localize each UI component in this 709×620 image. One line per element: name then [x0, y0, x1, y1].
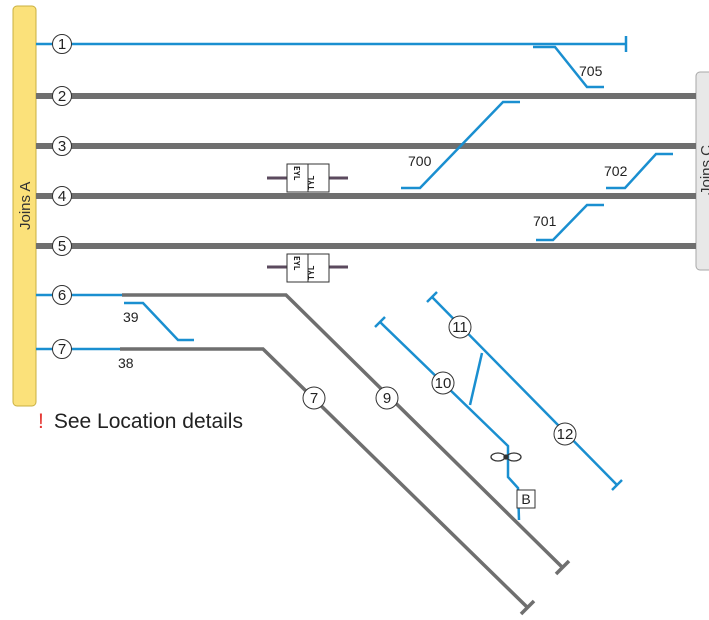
svg-text:7: 7	[310, 390, 318, 407]
siding-10-badge[interactable]: 10	[431, 371, 455, 395]
svg-text:3: 3	[58, 138, 66, 155]
location-details-note[interactable]: ! See Location details	[38, 410, 243, 434]
signal-1-left: EYL	[292, 166, 301, 181]
siding-7-badge[interactable]: 7	[302, 386, 326, 410]
svg-text:2: 2	[58, 88, 66, 105]
svg-text:10: 10	[435, 375, 452, 392]
track-6-line[interactable]	[36, 293, 571, 576]
track-5-badge[interactable]: 5	[52, 236, 72, 256]
svg-text:11: 11	[452, 319, 468, 336]
point-702-label[interactable]: 702	[604, 163, 628, 179]
boundary-a-label: Joins A	[17, 182, 34, 230]
point-700-link[interactable]	[401, 100, 520, 190]
siding-9-badge[interactable]: 9	[375, 386, 399, 410]
boundary-c-label: Joins C	[698, 145, 709, 195]
point-702-link[interactable]	[606, 152, 673, 190]
siding-12-badge[interactable]: 12	[553, 422, 577, 446]
track-7-line[interactable]	[36, 347, 536, 616]
svg-text:7: 7	[58, 341, 66, 358]
note-text: See Location details	[53, 410, 243, 433]
point-labels: 705 700 702 701 39 38	[118, 63, 628, 371]
svg-text:4: 4	[58, 188, 66, 205]
svg-text:B: B	[521, 491, 530, 507]
point-705-link[interactable]	[533, 45, 604, 89]
point-705-label[interactable]: 705	[579, 63, 603, 79]
svg-text:1: 1	[58, 36, 66, 53]
signal-box-1[interactable]: EYL TYL	[267, 163, 348, 193]
svg-text:5: 5	[58, 238, 66, 255]
turnouts	[124, 45, 673, 521]
signal-2-left: EYL	[292, 256, 301, 271]
main-lines	[36, 93, 696, 249]
svg-text:9: 9	[383, 390, 391, 407]
point-38-label[interactable]: 38	[118, 355, 134, 371]
boundary-joins-c[interactable]: Joins C	[695, 71, 709, 271]
track-6-badge[interactable]: 6	[52, 285, 72, 305]
point-701-link[interactable]	[536, 203, 604, 242]
point-39-label[interactable]: 39	[123, 309, 139, 325]
signal-box-2[interactable]: EYL TYL	[267, 253, 348, 283]
track-2-badge[interactable]: 2	[52, 86, 72, 106]
buffer-b-box[interactable]: B	[516, 489, 536, 509]
boundary-joins-a[interactable]: Joins A	[12, 5, 37, 407]
track-labels: 1 2 3 4 5 6 7 7	[52, 34, 577, 446]
point-701-label[interactable]: 701	[533, 213, 557, 229]
point-39-link[interactable]	[124, 301, 194, 342]
propeller-icon[interactable]	[490, 452, 522, 462]
alert-icon: !	[38, 410, 44, 433]
point-700-label[interactable]: 700	[408, 153, 432, 169]
track-3-badge[interactable]: 3	[52, 136, 72, 156]
siding-11-badge[interactable]: 11	[448, 315, 472, 339]
track-1-badge[interactable]: 1	[52, 34, 72, 54]
svg-text:6: 6	[58, 287, 66, 304]
siding-10-line[interactable]	[379, 321, 521, 521]
track-7-badge[interactable]: 7	[52, 339, 72, 359]
track-4-badge[interactable]: 4	[52, 186, 72, 206]
signal-1-right: TYL	[307, 175, 316, 190]
signal-2-right: TYL	[307, 265, 316, 280]
svg-text:12: 12	[557, 426, 574, 443]
track-1-line[interactable]	[36, 36, 628, 52]
